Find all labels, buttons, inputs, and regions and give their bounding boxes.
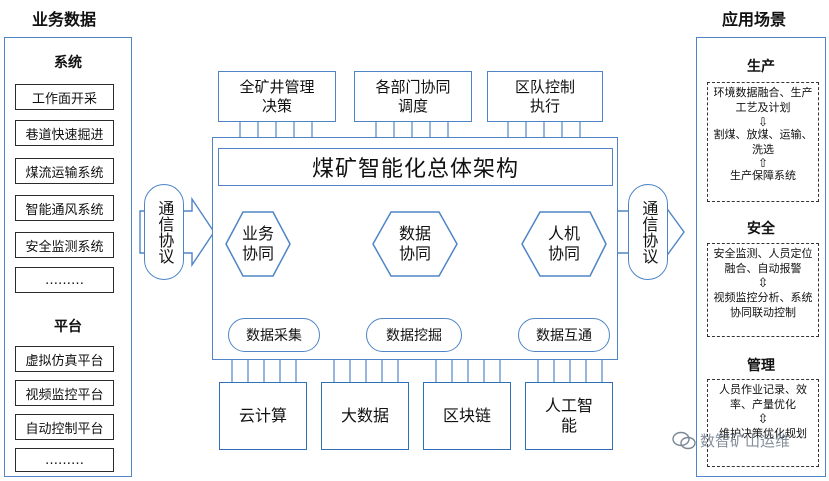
production-title: 生产 bbox=[747, 59, 775, 75]
tech-big-data: 大数据 bbox=[321, 382, 409, 450]
tech-line: 区块链 bbox=[442, 406, 491, 425]
pill-data-mining: 数据挖掘 bbox=[366, 318, 462, 352]
top-box-line: 全矿井管理 bbox=[239, 77, 315, 96]
system-item: ……… bbox=[15, 267, 114, 293]
safety-bottom: 视频监控分析、系统协同联动控制 bbox=[713, 290, 813, 319]
top-box-management: 全矿井管理 决策 bbox=[218, 71, 336, 122]
production-mid: 割煤、放煤、运输、洗选 bbox=[713, 127, 813, 156]
top-box-line: 执行 bbox=[529, 96, 560, 115]
hex-line: 人机 bbox=[547, 224, 580, 243]
hex-line: 数据 bbox=[398, 224, 431, 243]
tech-line: 能 bbox=[560, 416, 577, 435]
system-item: 智能通风系统 bbox=[15, 195, 114, 221]
watermark: 数智矿山运维 bbox=[700, 432, 791, 450]
arrow-updown-icon: ⇳ bbox=[757, 411, 769, 427]
top-box-line: 各部门协同 bbox=[375, 77, 451, 96]
system-item: 安全监测系统 bbox=[15, 232, 114, 258]
top-box-line: 区队控制 bbox=[514, 77, 575, 96]
management-top: 人员作业记录、效率、产量优化 bbox=[719, 383, 807, 411]
tech-blockchain: 区块链 bbox=[423, 382, 511, 450]
tech-line: 云计算 bbox=[238, 406, 287, 425]
architecture-title: 煤矿智能化总体架构 bbox=[218, 148, 613, 186]
safety-title: 安全 bbox=[747, 221, 775, 237]
system-item: 煤流运输系统 bbox=[15, 158, 114, 184]
left-header: 业务数据 bbox=[32, 10, 97, 29]
hexagon-business bbox=[225, 211, 291, 277]
production-bottom: 生产保障系统 bbox=[730, 169, 796, 183]
tech-ai: 人工智 能 bbox=[525, 382, 613, 450]
top-box-line: 决策 bbox=[261, 96, 292, 115]
arrow-updown-icon: ⇳ bbox=[757, 275, 769, 291]
platform-item: 虚拟仿真平台 bbox=[15, 346, 114, 372]
hex-label-data: 数据 协同 bbox=[373, 212, 457, 276]
tech-line: 人工智 bbox=[544, 396, 593, 415]
arrow-up-icon: ⇧ bbox=[757, 156, 769, 171]
hex-line: 协同 bbox=[547, 244, 580, 263]
platform-item: ……… bbox=[15, 448, 114, 472]
hex-label-business: 业务 协同 bbox=[226, 212, 290, 276]
tech-line: 大数据 bbox=[340, 406, 389, 425]
arrow-down-icon: ⇩ bbox=[757, 114, 769, 129]
top-box-coordination: 各部门协同 调度 bbox=[354, 71, 472, 122]
production-top: 环境数据融合、生产工艺及计划 bbox=[713, 86, 813, 114]
comm-protocol-right: 通信协议 bbox=[628, 184, 668, 280]
hex-line: 协同 bbox=[398, 244, 431, 263]
platforms-title: 平台 bbox=[54, 319, 82, 335]
platform-item: 视频监控平台 bbox=[15, 380, 114, 406]
top-box-line: 调度 bbox=[397, 96, 428, 115]
hex-label-human-machine: 人机 协同 bbox=[522, 212, 606, 276]
right-header: 应用场景 bbox=[722, 10, 787, 29]
systems-title: 系统 bbox=[54, 55, 82, 71]
management-box: 人员作业记录、效率、产量优化 ⇳ 维护决策优化规划 bbox=[707, 379, 819, 467]
system-item: 工作面开采 bbox=[15, 84, 114, 110]
system-item: 巷道快速掘进 bbox=[15, 120, 114, 146]
safety-top: 安全监测、人员定位融合、自动报警 bbox=[713, 247, 813, 275]
management-title: 管理 bbox=[747, 358, 775, 374]
comm-protocol-left: 通信协议 bbox=[144, 184, 184, 280]
hex-line: 业务 bbox=[241, 224, 274, 243]
platform-item: 自动控制平台 bbox=[15, 414, 114, 440]
management-bottom: 维护决策优化规划 bbox=[719, 426, 807, 440]
hex-line: 协同 bbox=[241, 244, 274, 263]
hexagon-data bbox=[372, 211, 458, 277]
production-box: 环境数据融合、生产工艺及计划 ⇩ 割煤、放煤、运输、洗选 ⇧ 生产保障系统 bbox=[707, 82, 819, 202]
tech-cloud-computing: 云计算 bbox=[219, 382, 307, 450]
wechat-icon bbox=[672, 431, 696, 451]
hexagon-human-machine bbox=[521, 211, 607, 277]
safety-box: 安全监测、人员定位融合、自动报警 ⇳ 视频监控分析、系统协同联动控制 bbox=[707, 243, 819, 337]
top-box-execution: 区队控制 执行 bbox=[487, 71, 603, 122]
pill-data-interconnect: 数据互通 bbox=[518, 318, 610, 352]
pill-data-collection: 数据采集 bbox=[228, 318, 320, 352]
